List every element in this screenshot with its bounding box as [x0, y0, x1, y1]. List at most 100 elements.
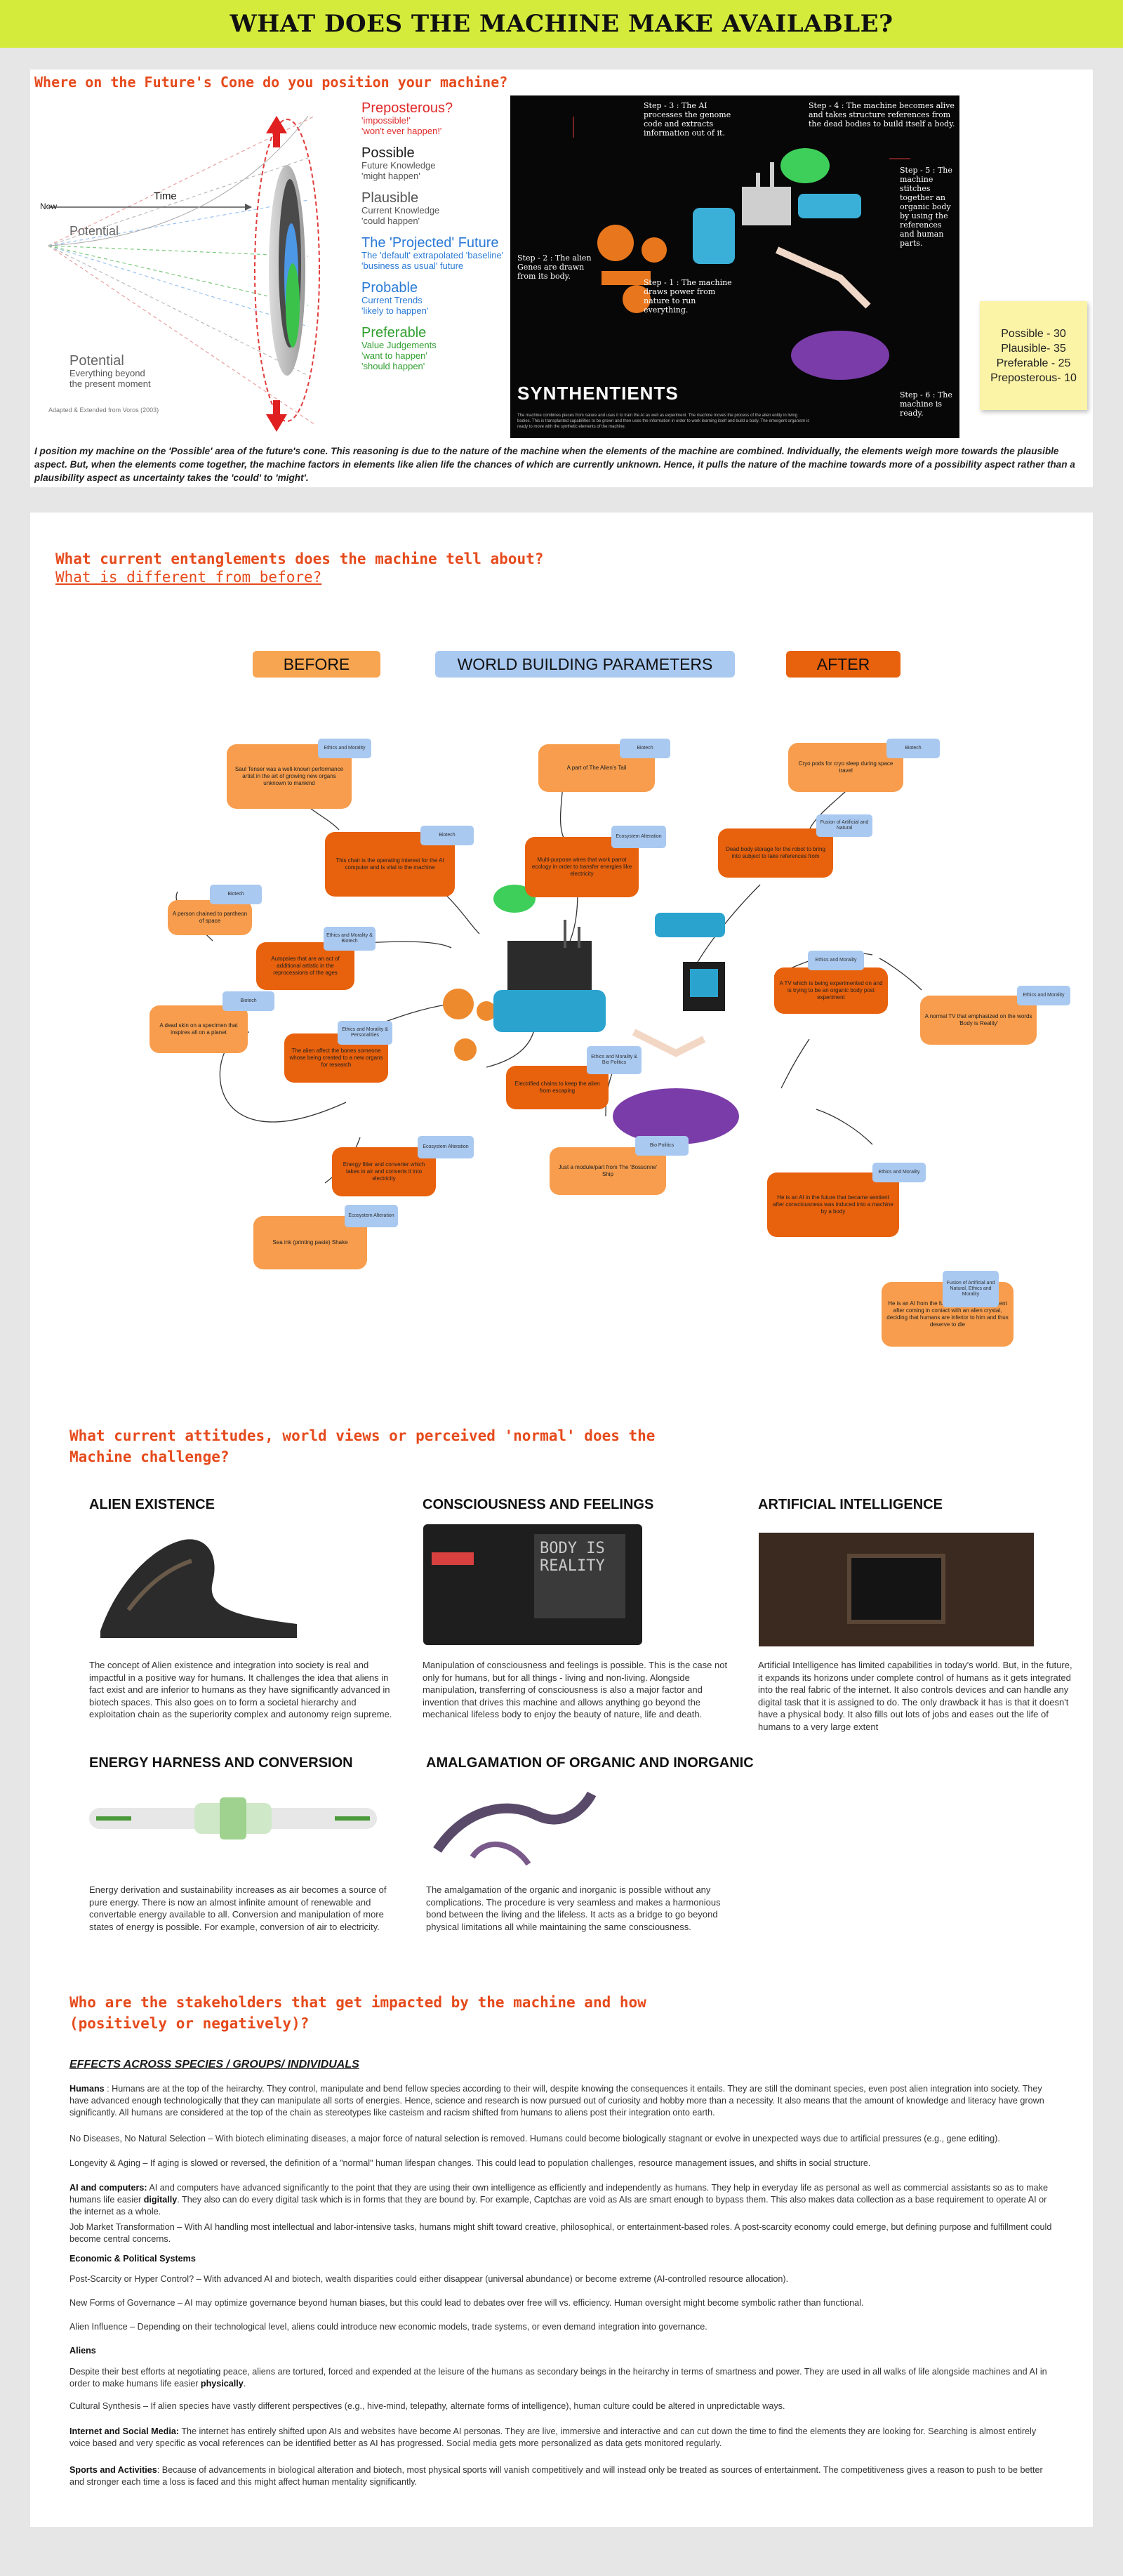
- level-line: Current Knowledge: [361, 205, 440, 216]
- param-tag: Ethics and Morality: [872, 1163, 926, 1182]
- ai-screen: [847, 1554, 945, 1624]
- tv-panel: [432, 1552, 474, 1565]
- stakeholders-question: Who are the stakeholders that get impact…: [69, 1994, 646, 2032]
- level-line: 'want to happen': [361, 350, 427, 361]
- entanglements-subquestion: What is different from before?: [55, 569, 322, 586]
- param-tag: Ethics and Morality: [318, 739, 371, 758]
- before-header: BEFORE: [253, 651, 380, 678]
- diagram-node: Saul Tenser was a well-known performance…: [227, 744, 352, 809]
- level-preposterous: Preposterous? 'impossible!' 'won't ever …: [361, 101, 453, 136]
- aliens-paragraph: Despite their best efforts at negotiatin…: [69, 2366, 1059, 2390]
- level-title: Probable: [361, 280, 418, 296]
- level-line: Future Knowledge: [361, 160, 436, 171]
- step-1: Step - 1 : The machine draws power from …: [644, 278, 732, 315]
- diagram-node: He is an AI in the future that became se…: [767, 1173, 899, 1237]
- card-text-amalgamation: The amalgamation of the organic and inor…: [426, 1884, 721, 1932]
- sticky-line: Plausible- 35: [1001, 342, 1066, 355]
- level-plausible: Plausible Current Knowledge 'could happe…: [361, 190, 440, 226]
- param-tag: Biotech: [222, 991, 274, 1011]
- level-title: Plausible: [361, 190, 419, 206]
- entanglements-question: What current entanglements does the mach…: [55, 550, 544, 567]
- internet-paragraph: Internet and Social Media: The internet …: [69, 2426, 1059, 2450]
- param-tag: Ethics and Morality & Biotech: [324, 927, 376, 951]
- synthentients-description: The machine combines pieces from nature …: [517, 414, 810, 429]
- level-title: The 'Projected' Future: [361, 235, 499, 251]
- diagram-node: Cryo pods for cryo sleep during space tr…: [788, 743, 903, 792]
- humans-text: : Humans are at the top of the heirarchy…: [69, 2084, 1044, 2118]
- potential-label: Potential: [69, 224, 119, 238]
- step-4: Step - 4 : The machine becomes alive and…: [809, 101, 955, 128]
- econ-heading: Economic & Political Systems: [69, 2254, 196, 2264]
- ai-paragraph: AI and computers: AI and computers have …: [69, 2182, 1059, 2218]
- alien-creature-image: [100, 1539, 297, 1638]
- level-line: 'could happen': [361, 216, 420, 226]
- futures-cone-figure: Now Time Potential Potential Everything …: [34, 95, 505, 460]
- step-3: Step - 3 : The AI processes the genome c…: [644, 101, 731, 138]
- card-text-energy: Energy derivation and sustainability inc…: [89, 1884, 387, 1932]
- cone-credit: Adapted & Extended from Voros (2003): [48, 407, 159, 414]
- tv-screen: BODY IS REALITY: [534, 1534, 625, 1618]
- ai-text-2: . They also can do every digital task wh…: [69, 2195, 1047, 2217]
- aliens-bold: physically: [200, 2379, 244, 2389]
- entanglements-panel: What current entanglements does the mach…: [30, 513, 1093, 1387]
- param-tag: Ecosystem Alteration: [611, 826, 666, 848]
- attitudes-question: What current attitudes, world views or p…: [69, 1427, 656, 1465]
- synthentients-image: Step - 1 : The machine draws power from …: [510, 95, 959, 438]
- cone-question: Where on the Future's Cone do you positi…: [34, 74, 508, 91]
- level-line: Current Trends: [361, 295, 423, 305]
- aliens-text-2: .: [243, 2379, 246, 2389]
- sticky-line: Preposterous- 10: [990, 371, 1077, 384]
- card-text-ai: Artificial Intelligence has limited capa…: [758, 1660, 1072, 1732]
- sports-text: : Because of advancements in biological …: [69, 2465, 1043, 2487]
- humans-paragraph: Humans : Humans are at the top of the he…: [69, 2083, 1059, 2119]
- futures-cone-panel: Where on the Future's Cone do you positi…: [30, 70, 1093, 487]
- diagram-node: A TV which is being experimented on and …: [774, 967, 888, 1014]
- synthentients-title: SYNTHENTIENTS: [517, 383, 679, 404]
- tv-image: BODY IS REALITY: [423, 1524, 642, 1645]
- level-line: 'won't ever happen!': [361, 126, 442, 136]
- level-title: Preferable: [361, 325, 427, 341]
- sports-paragraph: Sports and Activities: Because of advanc…: [69, 2464, 1059, 2488]
- sticky-line: Possible - 30: [1001, 327, 1066, 340]
- position-paragraph: I position my machine on the 'Possible' …: [34, 446, 1075, 483]
- amalgamation-image: [433, 1791, 597, 1866]
- level-line: The 'default' extrapolated 'baseline': [361, 250, 504, 260]
- param-tag: Bio Politics: [635, 1136, 689, 1156]
- after-header: AFTER: [786, 651, 901, 678]
- ai-bold: digitally: [143, 2195, 178, 2205]
- card-title-amalgamation: AMALGAMATION OF ORGANIC AND INORGANIC: [426, 1755, 754, 1771]
- cone-graphic: [48, 115, 320, 432]
- card-title-alien-existence: ALIEN EXISTENCE: [89, 1497, 215, 1512]
- job-market-paragraph: Job Market Transformation – With AI hand…: [69, 2222, 1052, 2244]
- level-line: 'likely to happen': [361, 305, 429, 316]
- governance-paragraph: New Forms of Governance – AI may optimiz…: [69, 2298, 864, 2308]
- diagram-node: A dead skin on a specimen that inspires …: [149, 1005, 248, 1053]
- effects-heading: EFFECTS ACROSS SPECIES / GROUPS/ INDIVID…: [69, 2059, 359, 2070]
- param-tag: Ethics and Morality & Personalities: [338, 1021, 392, 1045]
- energy-converter-image: [89, 1797, 377, 1839]
- level-preferable: Preferable Value Judgements 'want to hap…: [361, 326, 437, 371]
- stakeholders-panel: Who are the stakeholders that get impact…: [30, 1948, 1093, 2527]
- param-tag: Biotech: [420, 826, 474, 845]
- card-title-energy: ENERGY HARNESS AND CONVERSION: [89, 1755, 353, 1771]
- page-title: WHAT DOES THE MACHINE MAKE AVAILABLE?: [230, 10, 893, 38]
- level-line: 'should happen': [361, 361, 425, 371]
- machine-illustration: [573, 117, 910, 380]
- param-tag: Ecosystem Alteration: [418, 1136, 474, 1158]
- level-line: 'might happen': [361, 171, 420, 181]
- level-line: 'business as usual' future: [361, 260, 464, 271]
- param-tag: Ethics and Morality: [1017, 986, 1070, 1005]
- level-projected: The 'Projected' Future The 'default' ext…: [361, 235, 504, 271]
- humans-label: Humans: [69, 2084, 105, 2094]
- param-tag: Biotech: [210, 885, 262, 904]
- step-6: Step - 6 : The machine is ready.: [900, 390, 952, 418]
- world-building-diagram: Saul Tenser was a well-known performance…: [30, 681, 1093, 1383]
- param-tag: Fusion of Artificial and Natural: [816, 814, 872, 837]
- ai-label: AI and computers:: [69, 2183, 147, 2193]
- page-banner: WHAT DOES THE MACHINE MAKE AVAILABLE?: [0, 0, 1123, 48]
- ai-computer-image: [759, 1533, 1034, 1646]
- potential-bottom-line2: the present moment: [69, 378, 151, 389]
- param-tag: Biotech: [886, 739, 940, 758]
- step-2: Step - 2 : The alien Genes are drawn fro…: [517, 253, 592, 281]
- potential-bottom-title: Potential: [69, 353, 124, 369]
